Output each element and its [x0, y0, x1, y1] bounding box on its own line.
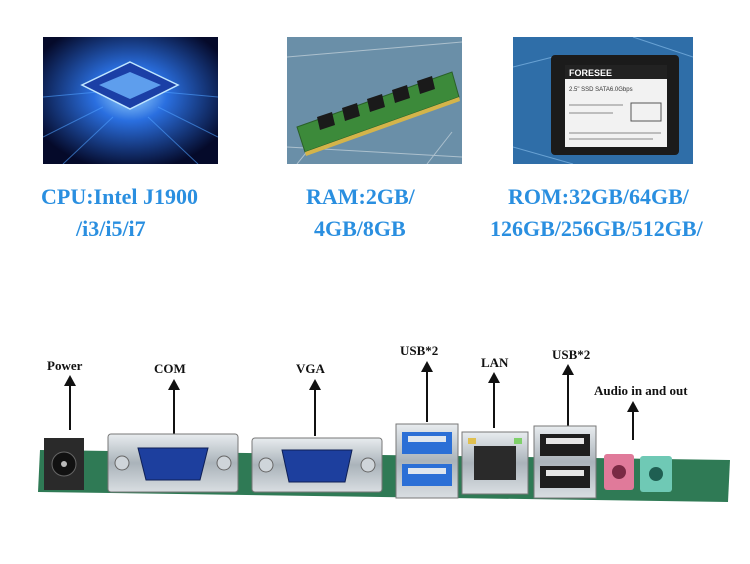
lan-port [461, 431, 529, 495]
ram-image [287, 37, 462, 164]
ssd-model: 2.5" SSD SATA6.0Gbps [569, 87, 633, 93]
cpu-spec-line2: /i3/i5/i7 [76, 216, 146, 241]
port-label-com: COM [154, 361, 186, 376]
ssd-brand: FORESEE [569, 68, 612, 78]
port-label-vga: VGA [296, 361, 325, 376]
motherboard-io-panel [38, 423, 730, 502]
power-arrow [64, 375, 76, 430]
usb-left-ports [395, 423, 459, 499]
port-label-audio: Audio in and out [594, 383, 688, 398]
ram-spec-line1: RAM:2GB/ [306, 184, 415, 209]
lan-arrow [488, 372, 500, 428]
usb-left-arrow [421, 361, 433, 422]
cpu-image [43, 37, 218, 164]
vga-port [251, 437, 383, 493]
ssd-image: FORESEE 2.5" SSD SATA6.0Gbps [513, 37, 693, 164]
usb-right-arrow [562, 364, 574, 427]
power-port [44, 438, 84, 490]
port-label-usb-left: USB*2 [400, 343, 439, 358]
audio-arrow [627, 401, 639, 440]
port-label-lan: LAN [481, 355, 509, 370]
audio-ports [604, 454, 672, 492]
rom-spec-line2: 126GB/256GB/512GB/ [490, 216, 703, 241]
com-port [107, 433, 239, 493]
port-label-usb-right: USB*2 [552, 347, 591, 362]
rom-spec-line1: ROM:32GB/64GB/ [508, 184, 689, 209]
usb-right-ports [533, 425, 597, 499]
vga-arrow [309, 379, 321, 436]
com-arrow [168, 379, 180, 436]
port-label-power: Power [47, 358, 83, 373]
ram-spec-line2: 4GB/8GB [314, 216, 406, 241]
cpu-spec-line1: CPU:Intel J1900 [41, 184, 199, 209]
